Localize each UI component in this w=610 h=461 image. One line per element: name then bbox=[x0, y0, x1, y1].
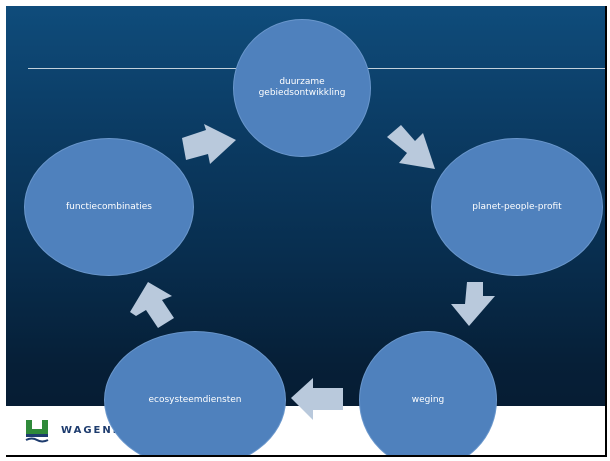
arrow-planet-to-weging bbox=[451, 282, 495, 326]
footer-logo-text: WAGENI bbox=[61, 425, 119, 436]
arrow-functie-to-duurzame bbox=[182, 124, 236, 164]
arrow-ecosysteem-to-functie bbox=[130, 282, 174, 328]
node-weging-label: weging bbox=[411, 394, 445, 405]
node-duurzame-label: duurzame gebiedsontwikkling bbox=[258, 77, 346, 98]
diagram-panel: WAGENI duurzame gebiedsontwikkling plane… bbox=[6, 6, 607, 457]
arrow-duurzame-to-planet bbox=[387, 125, 435, 169]
node-ecosysteem-label: ecosysteemdiensten bbox=[148, 394, 242, 405]
node-ecosysteemdiensten: ecosysteemdiensten bbox=[104, 331, 286, 455]
wageningen-logo-icon bbox=[25, 420, 49, 443]
node-functiecombinaties: functiecombinaties bbox=[24, 138, 194, 276]
node-duurzame-gebiedsontwikkling: duurzame gebiedsontwikkling bbox=[233, 19, 371, 157]
arrow-weging-to-ecosysteem bbox=[291, 378, 343, 420]
node-functie-label: functiecombinaties bbox=[65, 201, 152, 212]
node-planet-label: planet-people-profit bbox=[472, 201, 562, 212]
node-planet-people-profit: planet-people-profit bbox=[431, 138, 603, 276]
node-weging: weging bbox=[359, 331, 497, 455]
